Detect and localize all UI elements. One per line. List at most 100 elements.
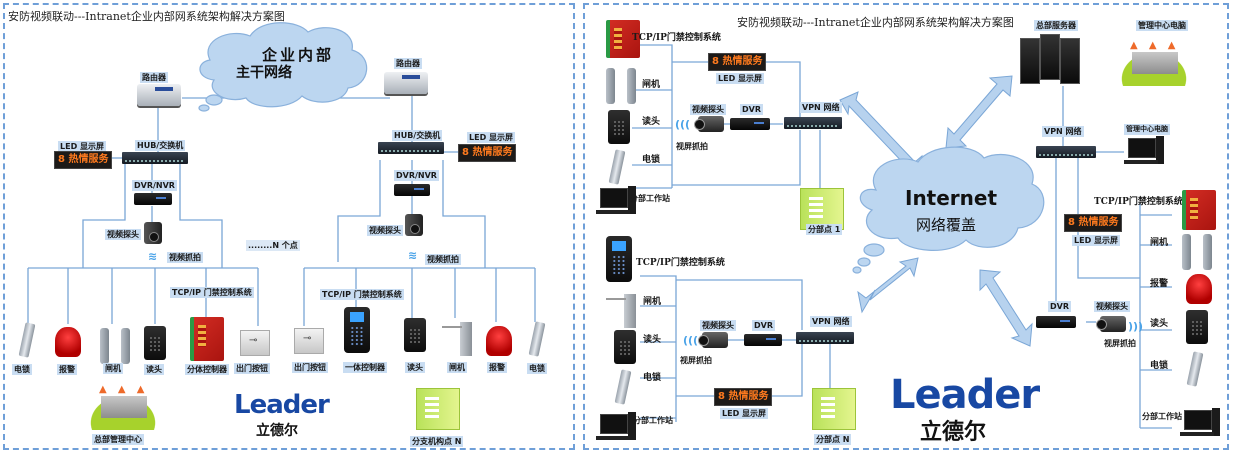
server-label: 总部服务器: [1034, 20, 1078, 31]
vpn-label: VPN 网络: [810, 316, 852, 327]
camera-icon: [694, 116, 724, 132]
device-label: 闸机: [103, 363, 123, 374]
camera-label: 视频探头: [700, 320, 736, 331]
wire: [1077, 158, 1140, 279]
led-display-icon: 8 热情服务: [708, 53, 767, 71]
tcpip-label: TCP/IP门禁控制系统: [636, 258, 725, 268]
device-label: 电锁: [12, 364, 32, 375]
workstation-icon: [596, 412, 636, 442]
workstation-icon: [596, 186, 636, 216]
dvr-label: DVR: [1048, 301, 1071, 312]
bidirectional-arrow: [979, 269, 1033, 347]
bidirectional-arrow: [857, 257, 919, 314]
wire: [82, 164, 126, 268]
intranet-cloud-subtitle: 主干网络: [236, 65, 292, 81]
dvr-icon: [394, 184, 430, 196]
card-reader-icon: [144, 326, 166, 360]
exit-button-icon: [294, 328, 324, 354]
card-reader-icon: [404, 318, 426, 352]
card-reader-icon: [1186, 310, 1208, 344]
led-label: LED 显示屏: [467, 132, 515, 143]
diagram-title: 安防视频联动---Intranet企业内部网系统架构解决方案图: [737, 16, 1014, 29]
device-label: 出门按钮: [292, 362, 328, 373]
signal-wave-icon: ≋: [148, 250, 158, 263]
workstation-label: 分部工作站: [633, 415, 673, 425]
camera-label: 视频探头: [105, 229, 141, 240]
led-label: LED 显示屏: [1072, 235, 1120, 246]
internet-diagram-panel: [583, 3, 1229, 450]
reader-label: 读头: [642, 117, 661, 127]
camera-label: 视频探头: [1094, 301, 1130, 312]
signal-wave-icon: ≋: [408, 249, 418, 262]
controller-board-icon: [190, 317, 224, 361]
alarm-label: 报警: [1150, 279, 1169, 289]
capture-label: 视屏抓拍: [680, 355, 712, 365]
device-label: 报警: [57, 364, 77, 375]
workstation-label: 分部工作站: [630, 193, 670, 203]
tcpip-label: TCP/IP门禁控制系统: [632, 33, 721, 43]
hq-label: 总部管理中心: [92, 434, 144, 445]
integrated-controller-icon: [606, 236, 632, 282]
dvr-icon: [1036, 316, 1076, 328]
dvr-icon: [134, 193, 172, 205]
card-reader-icon: [614, 330, 636, 364]
dvr-label: DVR/NVR: [394, 170, 439, 181]
led-display-icon: 8 热情服务: [1064, 214, 1123, 232]
diagram-title: 安防视频联动---Intranet企业内部网系统架构解决方案图: [8, 10, 285, 23]
leader-logo-cn: 立德尔: [920, 420, 987, 445]
camera-icon: [1096, 316, 1126, 332]
internet-cloud-title: Internet: [905, 186, 998, 210]
gate-icon: [1182, 234, 1212, 270]
intranet-cloud: [199, 22, 368, 108]
signal-wave-icon: (((: [675, 118, 691, 131]
wire: [27, 268, 259, 326]
led-label: LED 显示屏: [716, 73, 764, 84]
dvr-label: DVR: [752, 320, 775, 331]
router-icon: [137, 84, 181, 106]
turnstile-icon: [606, 290, 636, 328]
mgmt-pc-label: 管理中心电脑: [1124, 124, 1170, 135]
vpn-label: VPN 网络: [800, 102, 842, 113]
site-label: 分部点 1: [806, 224, 843, 235]
turnstile-icon: [442, 318, 472, 356]
camera-label: 视频探头: [367, 225, 403, 236]
mgmt-pc-title-label: 管理中心电脑: [1136, 20, 1188, 31]
tcpip-label: TCP/IP门禁控制系统: [1094, 197, 1183, 207]
wire: [676, 344, 803, 397]
dvr-label: DVR/NVR: [132, 180, 177, 191]
camera-icon: [144, 222, 162, 244]
tcpip-label: TCP/IP 门禁控制系统: [170, 287, 254, 298]
wire: [442, 160, 486, 268]
leader-logo: Leader: [890, 372, 1040, 418]
router-label: 路由器: [140, 72, 168, 83]
gate-label: 闸机: [642, 80, 661, 90]
controller-board-icon: [606, 20, 640, 58]
lock-label: 电锁: [1150, 361, 1169, 371]
integrated-controller-icon: [344, 307, 370, 353]
wire: [632, 44, 673, 189]
device-label: 电锁: [527, 363, 547, 374]
router-icon: [384, 72, 428, 94]
device-label: 读头: [405, 362, 425, 373]
wire: [676, 279, 803, 330]
camera-icon: [698, 332, 728, 348]
alarm-icon: [486, 326, 512, 356]
led-label: LED 显示屏: [58, 141, 106, 152]
wire: [672, 130, 801, 186]
alarm-icon: [1186, 274, 1212, 304]
dvr-icon: [730, 118, 770, 130]
gate-icon: [606, 68, 636, 104]
server-icon: [1020, 32, 1080, 84]
led-display-icon: 8 热情服务: [714, 388, 773, 406]
reader-label: 读头: [1150, 319, 1169, 329]
workstation-icon: [1180, 408, 1220, 438]
device-label: 一体控制器: [343, 362, 387, 373]
camera-icon: [405, 214, 423, 236]
vpn-label: VPN 网络: [1042, 126, 1084, 137]
device-label: 读头: [144, 364, 164, 375]
vpn-switch-icon: [1036, 146, 1096, 158]
capture-label: 视屏抓拍: [676, 141, 708, 151]
switch-label: HUB/交换机: [392, 130, 443, 141]
leader-logo-cn: 立德尔: [256, 423, 298, 439]
